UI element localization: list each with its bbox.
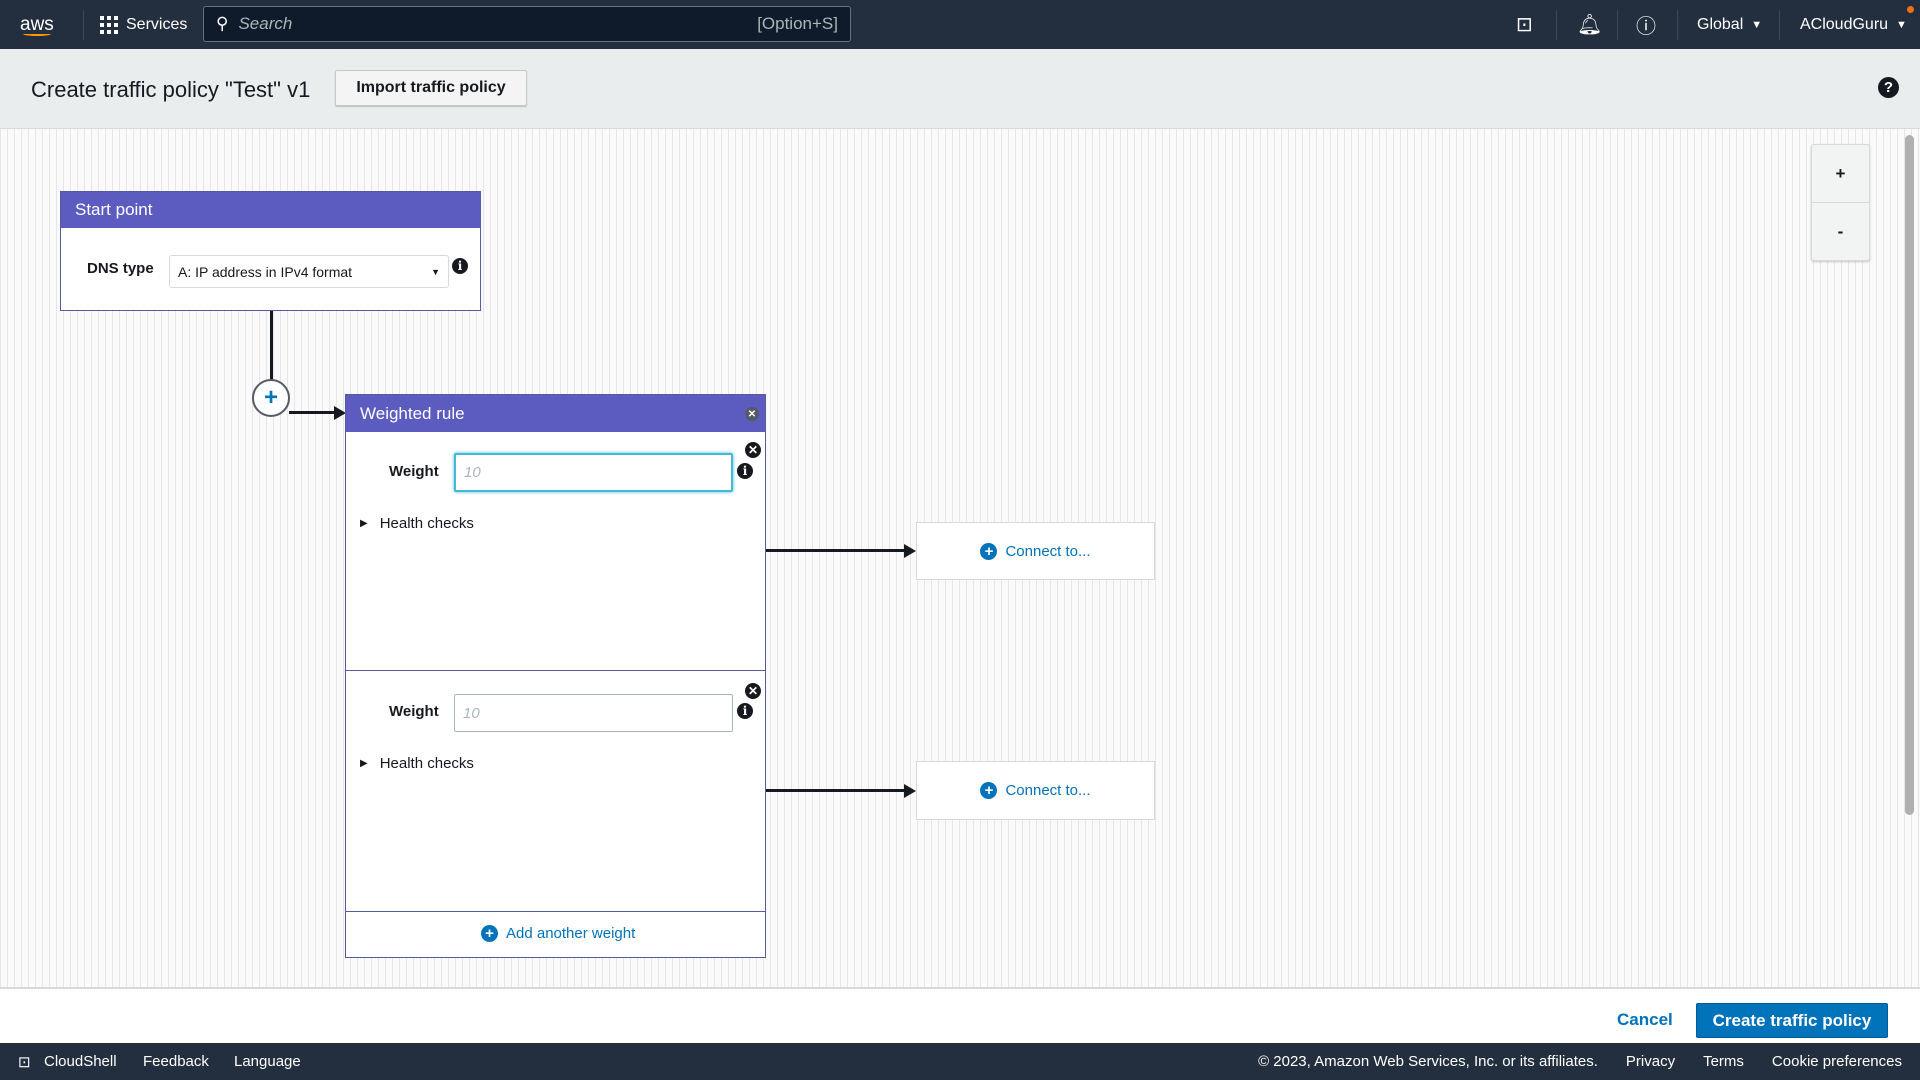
cloudshell-icon[interactable]: ⊡ (18, 1054, 31, 1071)
cloudshell-icon[interactable]: ⊡ (1516, 14, 1533, 36)
health-checks-label: Health checks (379, 755, 474, 772)
info-icon[interactable]: i (452, 258, 468, 274)
search-input[interactable]: ⚲ Search [Option+S] (203, 6, 851, 42)
aws-logo-text: aws (20, 13, 54, 35)
footer-language-link[interactable]: Language (234, 1053, 301, 1070)
services-label: Services (126, 15, 188, 33)
cancel-button[interactable]: Cancel (1617, 1010, 1673, 1029)
remove-weight-icon[interactable]: ✕ (745, 683, 761, 699)
arrow-head-icon (334, 406, 346, 420)
footer-feedback-link[interactable]: Feedback (143, 1053, 209, 1070)
plus-icon: + (980, 542, 998, 560)
top-navigation: aws Services ⚲ Search [Option+S] ⊡ 🔔︎ ⓘ … (0, 0, 1920, 49)
weighted-rule-title: Weighted rule (346, 395, 765, 432)
import-traffic-policy-button[interactable]: Import traffic policy (335, 70, 527, 106)
add-rule-button[interactable]: + (252, 379, 290, 417)
region-menu[interactable]: Global ▼ (1697, 0, 1762, 49)
aws-smile-icon (22, 32, 51, 36)
connector-line (289, 411, 335, 414)
plus-icon: + (481, 925, 498, 942)
divider (346, 911, 765, 912)
zoom-in-button[interactable]: + (1812, 145, 1869, 203)
weight-input[interactable]: 10 (454, 694, 733, 732)
caret-down-icon: ▼ (1751, 18, 1763, 31)
bell-icon[interactable]: 🔔︎ (1577, 14, 1603, 36)
zoom-controls: + - (1811, 144, 1870, 261)
help-icon[interactable]: ⓘ (1636, 16, 1656, 38)
create-traffic-policy-button[interactable]: Create traffic policy (1696, 1003, 1888, 1038)
weight-input[interactable]: 10 (454, 453, 733, 492)
plus-icon: + (980, 782, 998, 799)
dns-type-value: A: IP address in IPv4 format (178, 263, 353, 280)
connect-label: Connect to... (1005, 782, 1091, 799)
connector-line (766, 789, 906, 792)
add-weight-label: Add another weight (506, 925, 636, 942)
account-menu[interactable]: ACloudGuru ▼ (1800, 0, 1907, 49)
arrow-head-icon (904, 784, 916, 798)
copyright-text: © 2023, Amazon Web Services, Inc. or its… (1258, 1053, 1598, 1070)
footer-right-links: © 2023, Amazon Web Services, Inc. or its… (1258, 1043, 1902, 1080)
dns-type-select[interactable]: A: IP address in IPv4 format ▼ (169, 255, 449, 288)
grid-icon (100, 15, 118, 34)
caret-down-icon: ▼ (431, 266, 440, 277)
footer-terms-link[interactable]: Terms (1703, 1053, 1744, 1070)
footer-privacy-link[interactable]: Privacy (1625, 1053, 1676, 1070)
policy-canvas[interactable]: + - Start point DNS type A: IP address i… (0, 129, 1920, 989)
connect-to-button[interactable]: + Connect to... (916, 522, 1155, 580)
health-checks-toggle[interactable]: ▶ Health checks (360, 755, 474, 772)
weight-label: Weight (389, 463, 439, 480)
region-label: Global (1697, 15, 1744, 33)
weight-placeholder: 10 (464, 464, 481, 481)
weight-label: Weight (389, 703, 439, 720)
page-title: Create traffic policy "Test" v1 (31, 77, 311, 102)
caret-down-icon: ▼ (1896, 18, 1907, 31)
dns-type-label: DNS type (87, 260, 154, 277)
health-checks-toggle[interactable]: ▶ Health checks (360, 515, 474, 532)
health-checks-label: Health checks (379, 515, 474, 532)
divider (346, 670, 765, 671)
weighted-rule-node: Weighted rule ✕ ✕ Weight 10 i ▶ Health ch… (345, 394, 766, 958)
info-icon[interactable]: i (737, 463, 753, 479)
vertical-scrollbar[interactable] (1905, 135, 1914, 815)
close-rule-icon[interactable]: ✕ (745, 407, 759, 421)
footer-cloudshell-link[interactable]: CloudShell (44, 1053, 117, 1070)
page-header: Create traffic policy "Test" v1 Import t… (0, 49, 1920, 129)
info-icon[interactable]: i (737, 703, 753, 719)
connector-line (766, 549, 906, 552)
connect-label: Connect to... (1005, 542, 1091, 560)
connector-line (270, 311, 273, 385)
search-icon: ⚲ (216, 14, 229, 33)
notification-dot (1907, 6, 1914, 13)
account-label: ACloudGuru (1800, 15, 1889, 33)
connect-to-button[interactable]: + Connect to... (916, 761, 1155, 820)
footer: ⊡ CloudShell Feedback Language © 2023, A… (0, 1043, 1920, 1080)
zoom-out-button[interactable]: - (1837, 222, 1844, 241)
footer-cookies-link[interactable]: Cookie preferences (1771, 1053, 1902, 1070)
caret-right-icon: ▶ (360, 758, 368, 769)
start-point-node: Start point DNS type A: IP address in IP… (60, 191, 481, 311)
services-menu[interactable]: Services (100, 0, 187, 49)
help-icon[interactable]: ? (1878, 77, 1899, 98)
caret-right-icon: ▶ (360, 518, 368, 529)
add-another-weight-link[interactable]: + Add another weight (481, 925, 635, 942)
arrow-head-icon (904, 544, 916, 558)
remove-weight-icon[interactable]: ✕ (745, 442, 761, 458)
search-shortcut: [Option+S] (757, 14, 838, 33)
start-point-title: Start point (61, 192, 480, 228)
weight-placeholder: 10 (463, 704, 480, 722)
aws-logo[interactable]: aws (20, 0, 54, 49)
search-placeholder: Search (238, 14, 293, 33)
